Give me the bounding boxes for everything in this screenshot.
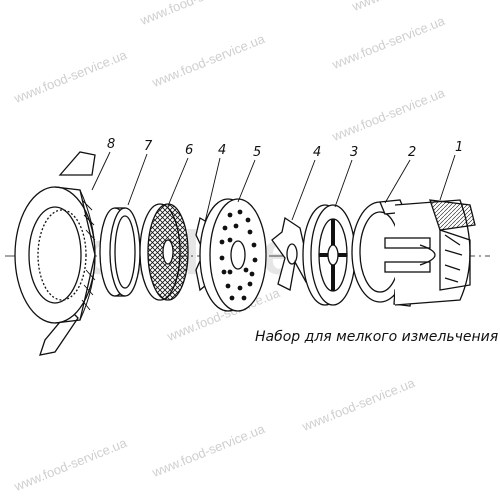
diagram-caption: Набор для мелкого измельчения — [255, 329, 499, 345]
callout-3: 3 — [350, 145, 359, 160]
part-1-housing — [384, 199, 476, 306]
part-3-holder — [302, 204, 356, 306]
callout-8: 8 — [107, 137, 116, 152]
part-5-perforated-disc — [199, 198, 267, 312]
callout-4b: 4 — [313, 145, 322, 160]
leader-lines — [91, 151, 456, 223]
part-6-mesh-grate — [139, 203, 189, 301]
callout-6: 6 — [185, 143, 194, 158]
part-8-ring-nut — [14, 151, 96, 356]
callout-5: 5 — [253, 145, 262, 160]
callout-1: 1 — [455, 140, 464, 155]
callout-2: 2 — [408, 145, 417, 160]
callout-4a: 4 — [218, 143, 227, 158]
callout-7: 7 — [144, 139, 153, 154]
part-7-spacer-ring — [99, 207, 141, 297]
